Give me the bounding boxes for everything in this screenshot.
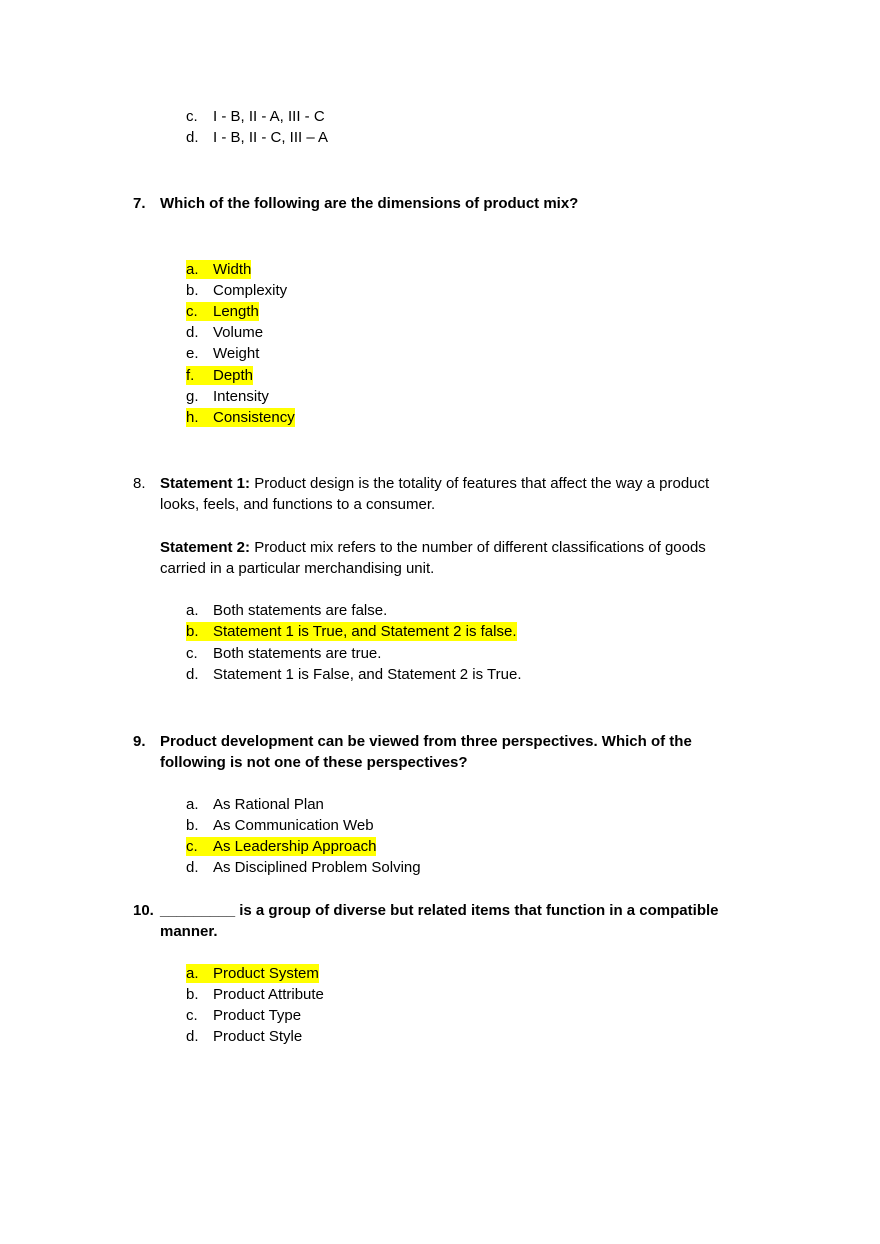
list-item: d. I - B, II - C, III – A [186, 128, 328, 147]
list-item: c. Length [186, 302, 259, 321]
option-letter: c. [186, 303, 198, 320]
list-item: f. Depth [186, 366, 254, 385]
option-letter: a. [186, 796, 199, 813]
option-text: Product Type [213, 1007, 302, 1024]
statement-label: Statement 2: [160, 539, 251, 556]
list-item: a. As Rational Plan [186, 795, 324, 814]
option-letter: a. [186, 602, 199, 619]
question-number: 9. [133, 733, 146, 750]
list-item: d. Product Style [186, 1027, 302, 1046]
option-text: Weight [213, 345, 260, 362]
option-text: As Disciplined Problem Solving [213, 859, 421, 876]
option-text: I - B, II - C, III – A [213, 129, 329, 146]
list-item: c. Both statements are true. [186, 644, 381, 663]
option-text: Intensity [213, 388, 269, 405]
option-text: As Communication Web [213, 817, 374, 834]
list-item: b. Product Attribute [186, 985, 324, 1004]
list-item: a. Product System [186, 964, 319, 983]
option-text: Volume [213, 324, 264, 341]
option-text: Complexity [213, 282, 288, 299]
option-letter: b. [186, 282, 199, 299]
option-letter: c. [186, 645, 198, 662]
option-text: Product Attribute [213, 986, 324, 1003]
question-number: 7. [133, 195, 146, 212]
statement-label: Statement 1: [160, 475, 251, 492]
option-letter: b. [186, 623, 199, 640]
option-text: Consistency [213, 409, 295, 426]
list-item: c. Product Type [186, 1006, 301, 1025]
option-text: Both statements are false. [213, 602, 388, 619]
option-letter: d. [186, 666, 199, 683]
statement-2: Statement 2: Product mix refers to the n… [160, 537, 706, 558]
statement-1: Statement 1: Product design is the total… [160, 473, 709, 494]
question-text-cont: manner. [160, 923, 218, 940]
list-item: d. Statement 1 is False, and Statement 2 … [186, 665, 522, 684]
option-text: As Rational Plan [213, 796, 324, 813]
list-item: h. Consistency [186, 408, 295, 427]
option-text: Statement 1 is False, and Statement 2 is… [213, 666, 522, 683]
list-item: b. As Communication Web [186, 816, 374, 835]
option-letter: d. [186, 859, 199, 876]
option-text: Product Style [213, 1028, 303, 1045]
option-letter: d. [186, 324, 199, 341]
statement-1-cont: looks, feels, and functions to a consume… [160, 496, 436, 513]
option-text: I - B, II - A, III - C [213, 108, 325, 125]
option-letter: c. [186, 108, 198, 125]
list-item: c. As Leadership Approach [186, 837, 377, 856]
list-item: b. Statement 1 is True, and Statement 2 i… [186, 622, 517, 641]
option-letter: f. [186, 367, 195, 384]
question-text: _________ is a group of diverse but rela… [160, 902, 719, 919]
option-text: Both statements are true. [213, 645, 382, 662]
option-letter: b. [186, 986, 199, 1003]
list-item: e. Weight [186, 344, 259, 363]
statement-text: Product design is the totality of featur… [250, 475, 710, 492]
option-text: As Leadership Approach [213, 838, 377, 855]
list-item: a. Width [186, 260, 252, 279]
option-letter: h. [186, 409, 199, 426]
option-letter: g. [186, 388, 199, 405]
list-item: d. As Disciplined Problem Solving [186, 858, 421, 877]
question-number: 8. [133, 475, 146, 492]
option-text: Statement 1 is True, and Statement 2 is … [213, 623, 517, 640]
option-text: Width [213, 261, 252, 278]
list-item: c. I - B, II - A, III - C [186, 107, 325, 126]
statement-text: Product mix refers to the number of diff… [250, 539, 706, 556]
option-letter: e. [186, 345, 199, 362]
option-text: Depth [213, 367, 254, 384]
question-text-cont: following is not one of these perspectiv… [160, 754, 468, 771]
option-letter: c. [186, 1007, 198, 1024]
option-letter: a. [186, 261, 199, 278]
option-letter: a. [186, 965, 199, 982]
option-letter: c. [186, 838, 198, 855]
list-item: a. Both statements are false. [186, 601, 387, 620]
option-letter: d. [186, 1028, 199, 1045]
question-number: 10. [133, 902, 154, 919]
option-letter: b. [186, 817, 199, 834]
question-text: Which of the following are the dimension… [160, 195, 579, 212]
list-item: b. Complexity [186, 281, 287, 300]
option-text: Product System [213, 965, 319, 982]
option-letter: d. [186, 129, 199, 146]
question-text: Product development can be viewed from t… [160, 733, 692, 750]
list-item: d. Volume [186, 323, 263, 342]
statement-2-cont: carried in a particular merchandising un… [160, 560, 435, 577]
option-text: Length [213, 303, 259, 320]
list-item: g. Intensity [186, 387, 269, 406]
